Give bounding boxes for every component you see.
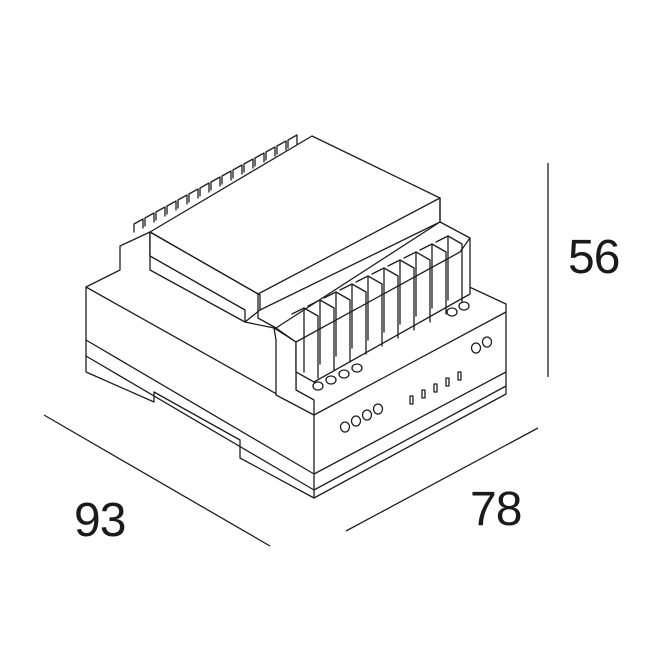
depth-dimension-line [345,427,539,532]
top-fins [133,134,298,233]
terminal-screws [312,301,470,391]
upper-block-corner [257,293,277,329]
terminal-riser-edge [295,237,471,343]
depth-dimension-label: 78 [470,483,522,536]
upper-block-left-face [149,231,261,323]
din-rail-foot [85,355,507,499]
base-band-line [85,339,507,475]
indicator-slots [409,371,462,405]
device-body [85,134,507,499]
terminal-fins [291,235,463,379]
terminal-riser [275,221,471,383]
base-top-front-edge [313,311,507,416]
width-dimension-label: 93 [74,494,126,547]
width-dimension-line [43,414,271,547]
front-panel-holes [339,336,493,433]
height-dimension-label: 56 [568,231,620,284]
